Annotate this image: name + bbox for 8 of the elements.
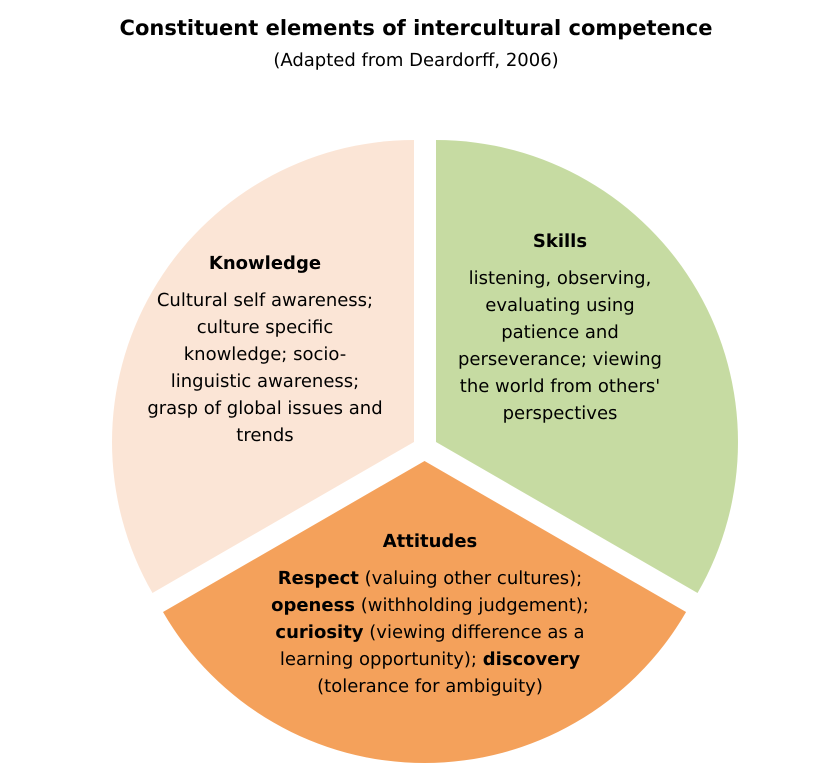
segment-text: listening, observing, evaluating using patience and perseverance; viewing the world from others' perspectives: [457, 267, 663, 426]
segment-heading: Knowledge: [208, 252, 322, 276]
segment-text: Respect (valuing other cultures); openess (withholding judgement); curiosity (viewing difference as a learning opportunity); discovery (tolerance for ambiguity): [270, 567, 590, 699]
segment-heading: Attitudes: [382, 530, 478, 554]
diagram-subtitle: (Adapted from Deardorff, 2006): [272, 50, 560, 71]
diagram-title: Constituent elements of intercultural competence: [118, 16, 714, 40]
segment-text: Cultural self awareness; culture specific knowledge; socio-linguistic awareness; grasp of global issues and trends: [146, 289, 384, 448]
segment-heading: Skills: [532, 230, 588, 254]
